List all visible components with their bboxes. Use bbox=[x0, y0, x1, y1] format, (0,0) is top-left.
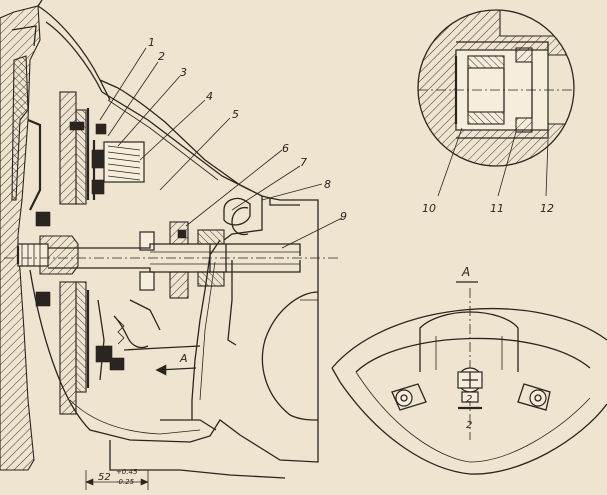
callout-4: 4 bbox=[206, 90, 213, 103]
callout-7: 7 bbox=[300, 156, 307, 169]
section-label-bottom: 2 bbox=[466, 420, 472, 431]
callout-11: 11 bbox=[490, 202, 504, 215]
dimension-upper-tolerance: +0.45 bbox=[116, 468, 138, 476]
callout-1: 1 bbox=[148, 36, 155, 49]
view-label-a: A bbox=[461, 265, 470, 279]
callout-2: 2 bbox=[158, 50, 165, 63]
callout-8: 8 bbox=[324, 178, 331, 191]
callout-3: 3 bbox=[180, 66, 187, 79]
callout-10: 10 bbox=[422, 202, 436, 215]
arrow-label-a: A bbox=[179, 352, 188, 365]
view-a: A 2 2 bbox=[331, 265, 607, 475]
callout-9: 9 bbox=[340, 210, 347, 223]
dimension-value: 52 bbox=[98, 472, 111, 483]
detail-view-circle: 10 11 12 bbox=[417, 9, 575, 215]
section-label-top: 2 bbox=[466, 394, 472, 405]
callout-5: 5 bbox=[232, 108, 239, 121]
callout-6: 6 bbox=[282, 142, 289, 155]
main-section-view: 1 2 3 4 5 6 7 8 9 A 52 +0.45 -0.25 bbox=[0, 0, 347, 490]
callout-12: 12 bbox=[540, 202, 554, 215]
dimension-lower-tolerance: -0.25 bbox=[116, 478, 135, 486]
